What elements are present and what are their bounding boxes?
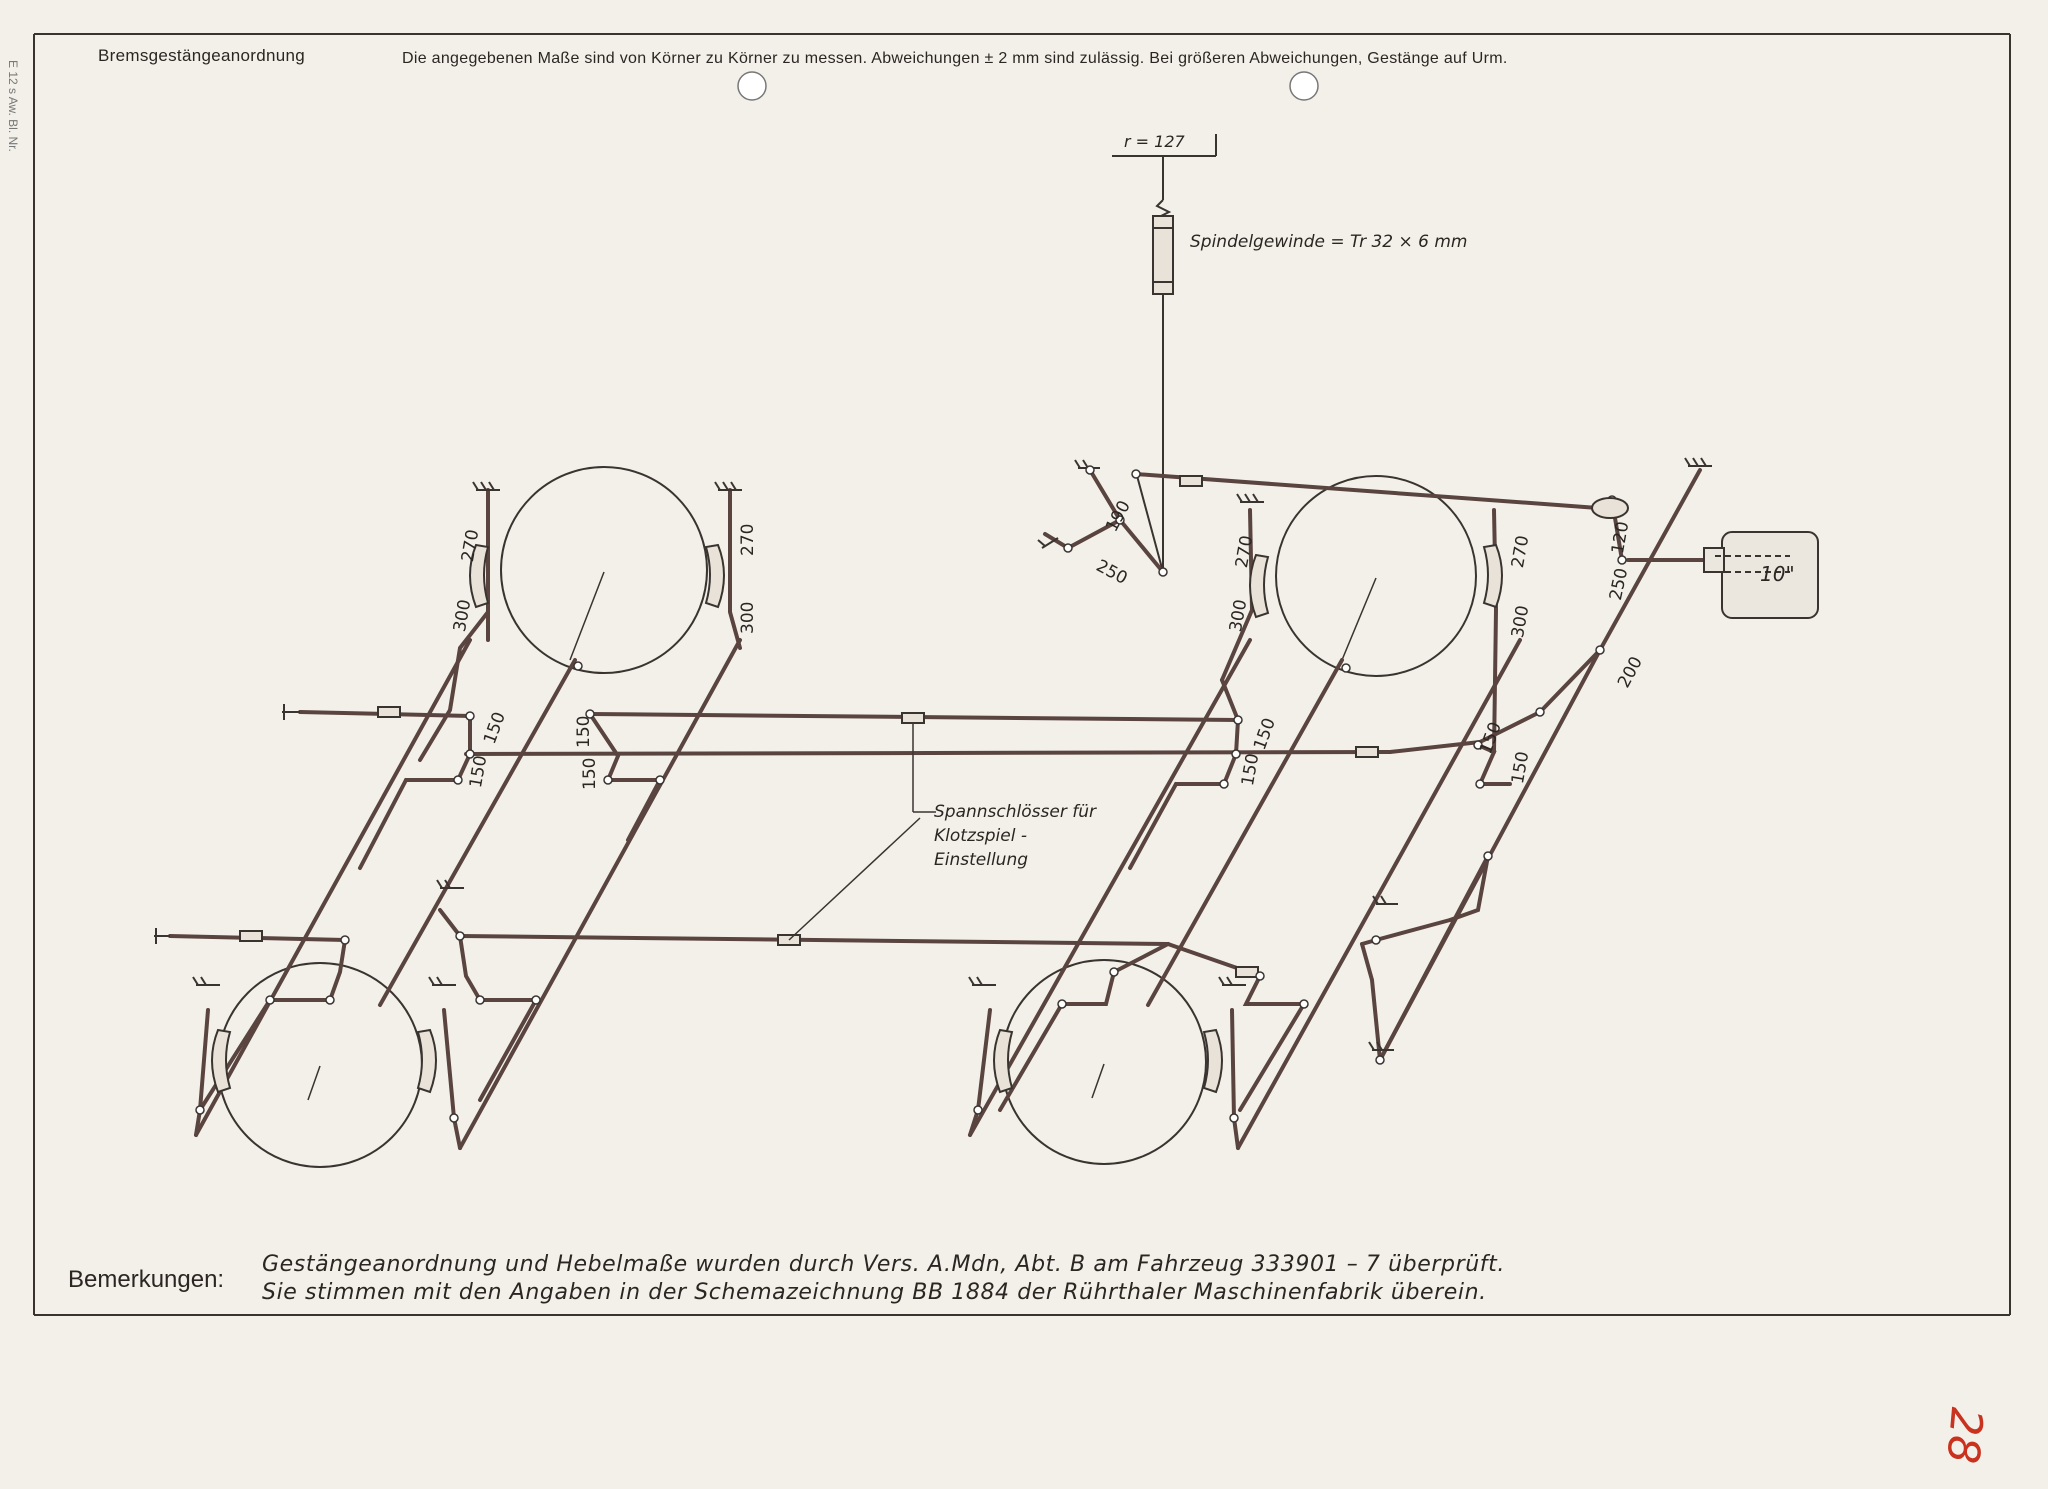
brake-shoes <box>211 543 1503 1094</box>
dim-270-b: 270 <box>738 523 758 556</box>
page-number: 28 <box>1936 1405 1992 1466</box>
remarks-label: Bemerkungen: <box>68 1266 225 1293</box>
header-title: Bremsgestängeanordnung <box>98 46 305 65</box>
linkage-rods <box>168 468 1717 1150</box>
callout-line-1: Spannschlösser für <box>934 802 1096 822</box>
header-note: Die angegebenen Maße sind von Körner zu … <box>402 50 1508 67</box>
roller <box>1591 497 1629 519</box>
cylinder-size-label: 10" <box>1760 562 1795 586</box>
wheel-front-right <box>1275 475 1477 677</box>
wheel-rear-left <box>217 962 423 1168</box>
radius-label: r = 127 <box>1124 132 1185 151</box>
dim-150-c: 150 <box>574 715 594 748</box>
drawing-frame <box>33 33 2011 1316</box>
dim-300-b: 300 <box>738 601 758 634</box>
wheel-rear-right <box>1001 959 1207 1165</box>
wheel-front-left <box>500 466 708 674</box>
punch-hole-left <box>737 71 767 101</box>
callout-line-2: Klotzspiel - <box>934 826 1027 846</box>
callout-leaders <box>788 722 936 941</box>
handbrake-spindle <box>1112 134 1217 573</box>
pivot-joints <box>195 465 1627 1123</box>
dim-150-d: 150 <box>580 757 600 790</box>
remarks-line-1: Gestängeanordnung und Hebelmaße wurden d… <box>262 1252 1505 1277</box>
side-margin-stamp: E 12 s Aw. Bl. Nr. <box>6 60 20 152</box>
remarks-line-2: Sie stimmen mit den Angaben in der Schem… <box>262 1280 1487 1305</box>
punch-hole-right <box>1289 71 1319 101</box>
callout-line-3: Einstellung <box>934 850 1029 870</box>
brake-cylinder <box>1703 531 1819 619</box>
spindle-label: Spindelgewinde = Tr 32 × 6 mm <box>1190 232 1468 252</box>
